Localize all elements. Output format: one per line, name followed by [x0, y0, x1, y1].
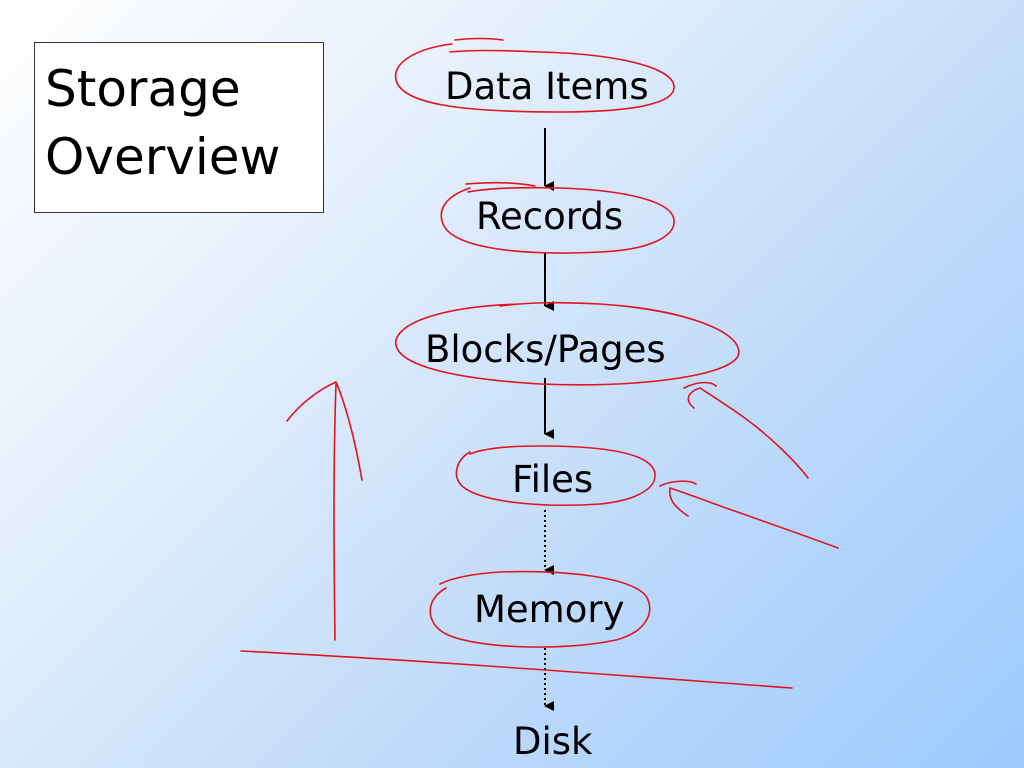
node-blocks-pages: Blocks/Pages: [425, 328, 666, 371]
ink-circle-records: [440, 181, 675, 254]
node-files: Files: [512, 458, 594, 501]
ink-memory-disk-boundary-line: [240, 650, 793, 689]
node-memory: Memory: [474, 588, 625, 631]
ink-circle-blocks-pages: [395, 301, 740, 386]
slide-title-box: Storage Overview: [34, 42, 324, 213]
ink-circle-data-items: [394, 37, 675, 113]
ink-pointer-to-files: [659, 480, 839, 549]
slide-title-line-1: Storage: [45, 60, 241, 118]
ink-circle-files: [455, 445, 656, 506]
ink-pointer-to-blocks-pages: [683, 381, 809, 479]
ink-upward-arrow: [286, 381, 363, 641]
slide-title-line-2: Overview: [45, 128, 281, 186]
node-disk: Disk: [513, 720, 593, 763]
node-data-items: Data Items: [445, 65, 649, 108]
node-records: Records: [476, 195, 624, 238]
ink-circle-memory: [429, 570, 651, 648]
